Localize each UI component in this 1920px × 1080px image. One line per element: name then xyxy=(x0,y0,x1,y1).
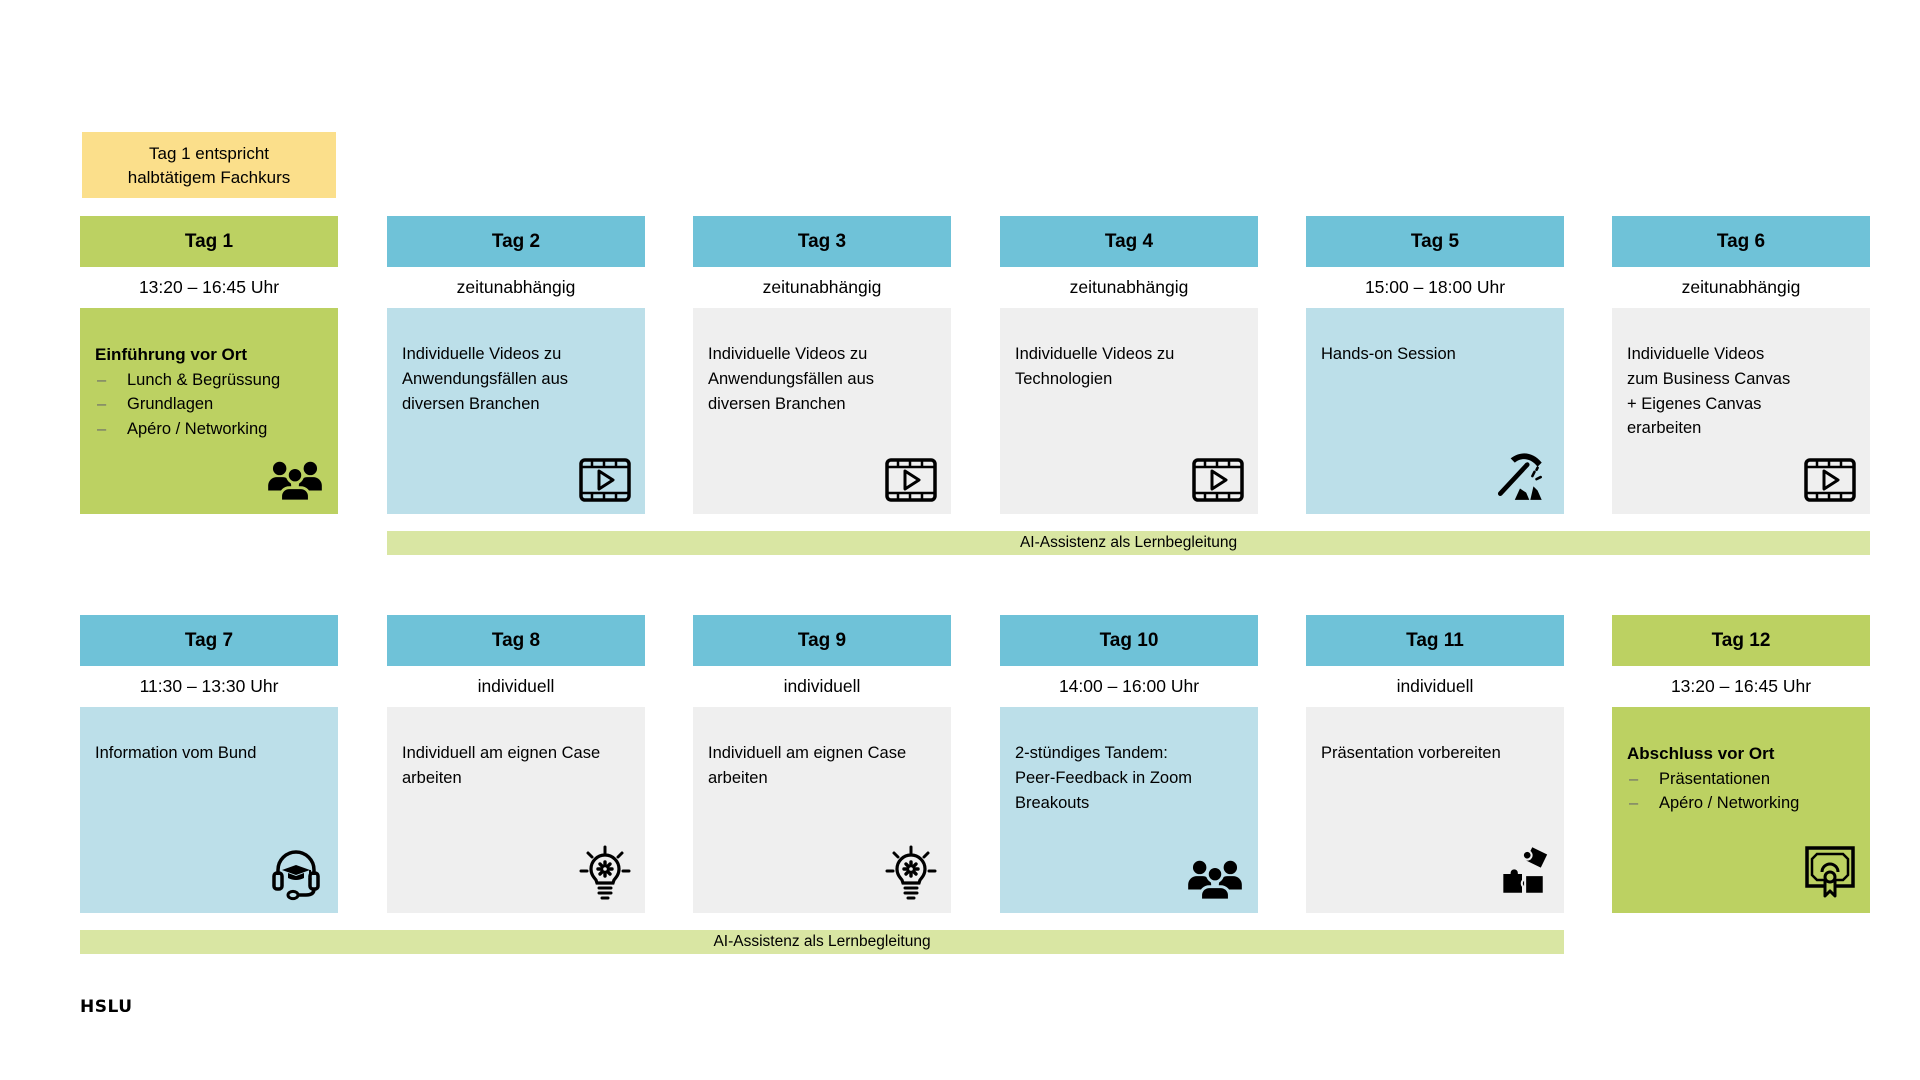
day-header: Tag 11 xyxy=(1306,615,1564,666)
card-tag-6: Tag 6 zeitunabhängig Individuelle Videos… xyxy=(1612,216,1870,514)
day-time: zeitunabhängig xyxy=(762,277,882,297)
people-icon xyxy=(268,461,322,502)
day-header: Tag 10 xyxy=(1000,615,1258,666)
day-body: Individuelle Videos zu Anwendungsfällen … xyxy=(693,308,951,514)
dash-marker: – xyxy=(97,395,107,414)
body-text: Individuelle Videos zu Technologien xyxy=(1015,345,1175,388)
card-tag-2: Tag 2 zeitunabhängig Individuelle Videos… xyxy=(387,216,645,514)
video-icon xyxy=(1804,458,1856,502)
body-text: 2-stündiges Tandem: Peer-Feedback in Zoo… xyxy=(1015,744,1192,812)
card-tag-7: Tag 7 11:30 – 13:30 Uhr Information vom … xyxy=(80,615,338,913)
idea-gear-icon xyxy=(579,845,631,900)
body-text: Individuelle Videos zu Anwendungsfällen … xyxy=(402,345,569,413)
ai-assistance-bar: AI-Assistenz als Lernbegleitung xyxy=(387,531,1870,555)
card-tag-1: Tag 1 13:20 – 16:45 Uhr Einführung vor O… xyxy=(80,216,338,514)
day-header: Tag 12 xyxy=(1612,615,1870,666)
day-body: Individuelle Videos zum Business Canvas … xyxy=(1612,308,1870,514)
body-title: Einführung vor Ort xyxy=(95,345,248,364)
bullet-row: – Präsentationen xyxy=(1627,767,1862,792)
bullet-row: – Lunch & Begrüssung xyxy=(95,368,330,393)
day-time: zeitunabhängig xyxy=(1681,277,1801,297)
video-icon xyxy=(885,458,937,502)
day-header: Tag 1 xyxy=(80,216,338,267)
day-time: zeitunabhängig xyxy=(456,277,576,297)
day-body: Präsentation vorbereiten xyxy=(1306,707,1564,913)
body-text: Individuell am eignen Case arbeiten xyxy=(708,744,907,787)
day-header: Tag 9 xyxy=(693,615,951,666)
day-body: 2-stündiges Tandem: Peer-Feedback in Zoo… xyxy=(1000,707,1258,913)
day-header: Tag 3 xyxy=(693,216,951,267)
bullet-text: Lunch & Begrüssung xyxy=(127,370,281,389)
day-time: zeitunabhängig xyxy=(1069,277,1189,297)
pickaxe-icon xyxy=(1497,453,1542,500)
day-body: Individuelle Videos zu Anwendungsfällen … xyxy=(387,308,645,514)
bullet-row: – Apéro / Networking xyxy=(95,417,330,442)
day-time: individuell xyxy=(783,676,861,696)
headset-education-icon xyxy=(272,850,320,901)
certificate-icon xyxy=(1805,846,1855,898)
card-tag-12: Tag 12 13:20 – 16:45 Uhr Abschluss vor O… xyxy=(1612,615,1870,913)
dash-marker: – xyxy=(97,370,107,389)
card-tag-8: Tag 8 individuell Individuell am eignen … xyxy=(387,615,645,913)
bullet-text: Präsentationen xyxy=(1659,769,1770,788)
video-icon xyxy=(579,458,631,502)
hslu-logo: HSLU xyxy=(80,997,133,1017)
dash-marker: – xyxy=(1629,794,1639,813)
day-time: 14:00 – 16:00 Uhr xyxy=(1058,676,1200,696)
day-body: Information vom Bund xyxy=(80,707,338,913)
idea-gear-icon xyxy=(885,845,937,900)
bullet-text: Apéro / Networking xyxy=(127,420,268,438)
day-time: 11:30 – 13:30 Uhr xyxy=(139,676,279,696)
note-tag1-fachkurs: Tag 1 entspricht halbtätigem Fachkurs xyxy=(82,132,336,198)
ai-assistance-bar: AI-Assistenz als Lernbegleitung xyxy=(80,930,1564,954)
bullet-text: Apéro / Networking xyxy=(1659,794,1800,813)
card-tag-5: Tag 5 15:00 – 18:00 Uhr Hands-on Session xyxy=(1306,216,1564,514)
day-header: Tag 4 xyxy=(1000,216,1258,267)
day-body: Individuell am eignen Case arbeiten xyxy=(693,707,951,913)
body-text: Individuell am eignen Case arbeiten xyxy=(402,744,601,787)
card-tag-4: Tag 4 zeitunabhängig Individuelle Videos… xyxy=(1000,216,1258,514)
day-time: individuell xyxy=(477,676,555,696)
day-time: 15:00 – 18:00 Uhr xyxy=(1364,277,1506,297)
bullet-text: Grundlagen xyxy=(127,395,214,414)
day-body: Einführung vor Ort – Lunch & Begrüssung –… xyxy=(80,308,338,514)
puzzle-icon xyxy=(1501,845,1550,895)
bullet-row: – Grundlagen xyxy=(95,392,330,417)
body-text: Individuelle Videos zu Anwendungsfällen … xyxy=(708,345,875,413)
day-body: Individuell am eignen Case arbeiten xyxy=(387,707,645,913)
video-icon xyxy=(1192,458,1244,502)
body-text: Individuelle Videos zum Business Canvas … xyxy=(1627,345,1791,438)
day-header: Tag 7 xyxy=(80,615,338,666)
day-time: individuell xyxy=(1396,676,1474,696)
card-tag-11: Tag 11 individuell Präsentation vorberei… xyxy=(1306,615,1564,913)
day-header: Tag 2 xyxy=(387,216,645,267)
body-text: Präsentation vorbereiten xyxy=(1321,744,1501,762)
day-header: Tag 8 xyxy=(387,615,645,666)
day-header: Tag 6 xyxy=(1612,216,1870,267)
dash-marker: – xyxy=(1629,769,1639,788)
dash-marker: – xyxy=(97,420,107,438)
body-text: Information vom Bund xyxy=(95,744,257,762)
body-title: Abschluss vor Ort xyxy=(1627,744,1775,763)
day-time: 13:20 – 16:45 Uhr xyxy=(138,277,280,297)
people-icon xyxy=(1188,860,1242,901)
card-tag-9: Tag 9 individuell Individuell am eignen … xyxy=(693,615,951,913)
card-tag-3: Tag 3 zeitunabhängig Individuelle Videos… xyxy=(693,216,951,514)
day-body: Abschluss vor Ort – Präsentationen – Apéro… xyxy=(1612,707,1870,913)
day-header: Tag 5 xyxy=(1306,216,1564,267)
body-text: Hands-on Session xyxy=(1321,345,1456,363)
card-tag-10: Tag 10 14:00 – 16:00 Uhr 2-stündiges Tan… xyxy=(1000,615,1258,913)
bullet-row: – Apéro / Networking xyxy=(1627,791,1862,816)
day-body: Individuelle Videos zu Technologien xyxy=(1000,308,1258,514)
day-body: Hands-on Session xyxy=(1306,308,1564,514)
day-time: 13:20 – 16:45 Uhr xyxy=(1670,676,1812,696)
